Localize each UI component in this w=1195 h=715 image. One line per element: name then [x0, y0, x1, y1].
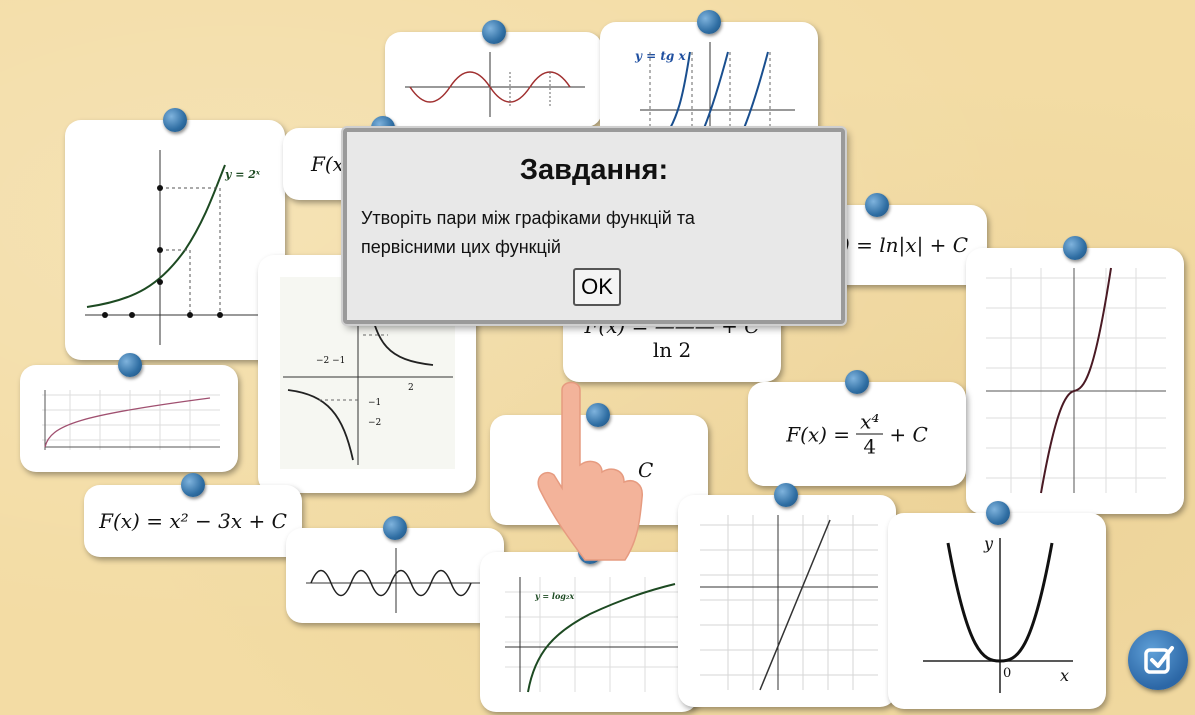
- svg-text:−2: −2: [368, 418, 381, 428]
- formula-text: C: [638, 458, 654, 482]
- formula-x4-den: 4: [863, 434, 877, 459]
- pin-icon: [383, 516, 407, 540]
- svg-text:−1: −1: [368, 398, 381, 408]
- pin-icon: [697, 10, 721, 34]
- parabola-graph: y x 0: [923, 534, 1073, 693]
- graph-card-tangent[interactable]: y = tg x: [600, 10, 818, 142]
- linear-graph: [700, 515, 878, 691]
- check-answer-button[interactable]: [1128, 630, 1188, 690]
- pin-icon: [986, 501, 1010, 525]
- parabola-x-label: x: [1060, 666, 1069, 685]
- formula-x4-num: x⁴: [856, 410, 884, 435]
- log2-graph: y = log₂x: [505, 577, 680, 693]
- formula-x4-right: + C: [889, 422, 928, 446]
- pin-icon: [845, 370, 869, 394]
- pin-icon: [774, 483, 798, 507]
- graph-card-cosine[interactable]: [286, 516, 504, 623]
- sqrt-graph: [42, 390, 220, 450]
- exp2-label: y = 2ˣ: [224, 168, 261, 181]
- hand-pointer-icon: [537, 381, 643, 561]
- formula-ln2-den: ln 2: [652, 338, 692, 362]
- dialog-text-line2: первісними цих функцій: [361, 237, 561, 257]
- parabola-zero-label: 0: [1003, 666, 1011, 681]
- tg-label: y = tg x: [634, 49, 686, 63]
- svg-text:2: 2: [408, 383, 414, 393]
- parabola-y-label: y: [983, 534, 994, 553]
- formula-card-x4[interactable]: F(x) = x⁴ 4 + C: [748, 370, 966, 486]
- dialog-title: Завдання:: [519, 154, 669, 186]
- checkbox-edit-icon: [1144, 646, 1174, 674]
- dialog-text: Утворіть пари між графіками функцій та п…: [361, 204, 831, 262]
- formula-text: F(x: [311, 152, 344, 176]
- svg-text:−2 −1: −2 −1: [316, 356, 345, 366]
- pin-icon: [181, 473, 205, 497]
- graph-card-hyperbola[interactable]: −2 −1 2 −1 −2: [258, 255, 476, 493]
- graph-card-cubic[interactable]: [966, 236, 1184, 514]
- graph-card-sqrt[interactable]: [20, 353, 238, 472]
- pin-icon: [865, 193, 889, 217]
- formula-text: ) = ln|x| + C: [842, 233, 969, 257]
- tangent-graph: y = tg x: [634, 42, 795, 142]
- sine-wave-graph: [405, 52, 585, 117]
- graph-card-log2[interactable]: y = log₂x: [480, 540, 698, 712]
- graph-card-linear[interactable]: [678, 483, 896, 707]
- task-dialog: Завдання: Утворіть пари між графіками фу…: [343, 128, 845, 324]
- formula-x4-left: F(x) =: [786, 422, 851, 446]
- graph-card-sine-wave[interactable]: [385, 20, 602, 127]
- cosine-graph: [306, 548, 486, 613]
- formula-text: F(x) = x⁴ 4 + C: [748, 410, 966, 459]
- pin-icon: [118, 353, 142, 377]
- graph-card-exp2[interactable]: y = 2ˣ: [65, 108, 285, 360]
- formula-text: F(x) = x² − 3x + C: [99, 509, 287, 533]
- dialog-text-line1: Утворіть пари між графіками функцій та: [361, 208, 695, 228]
- pin-icon: [163, 108, 187, 132]
- pin-icon: [481, 20, 506, 44]
- exp2-graph: y = 2ˣ: [85, 150, 265, 345]
- cubic-graph: [986, 267, 1166, 494]
- ok-button[interactable]: OK: [573, 268, 621, 306]
- pin-icon: [1063, 236, 1087, 260]
- formula-card-quadratic[interactable]: F(x) = x² − 3x + C: [84, 473, 302, 557]
- log2-label: y = log₂x: [534, 591, 574, 601]
- graph-card-parabola[interactable]: y x 0: [888, 501, 1106, 709]
- pin-icon: [586, 403, 610, 427]
